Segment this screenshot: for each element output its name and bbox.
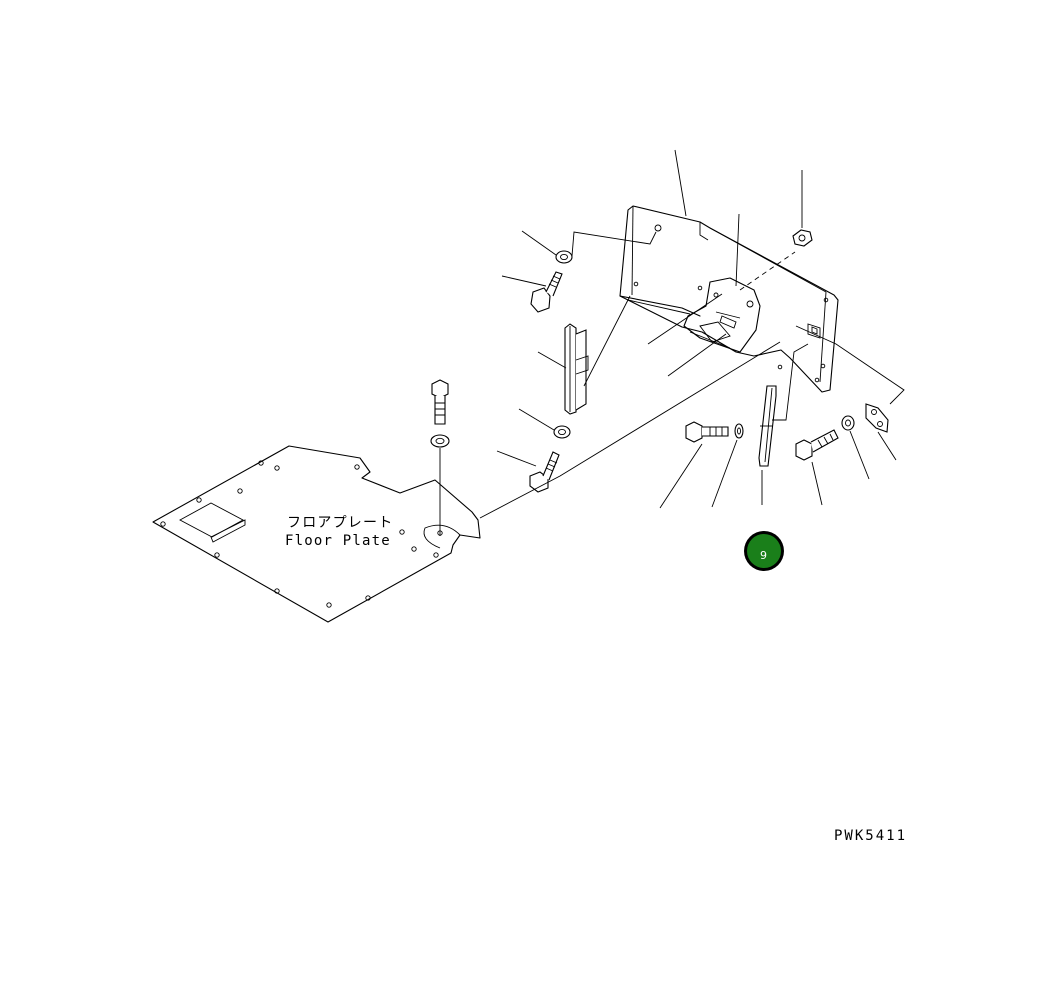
drawing-code: PWK5411 xyxy=(834,828,907,844)
callout-badge-text: 9 xyxy=(760,549,767,562)
bolt-floor xyxy=(431,379,449,425)
washer-front xyxy=(734,423,744,439)
washer-floor xyxy=(430,434,450,448)
floor-plate-holes xyxy=(160,460,443,608)
bolt-lower xyxy=(529,451,560,493)
hex-nut xyxy=(792,229,813,247)
washer-lower xyxy=(553,425,571,439)
floor-plate: フロアプレート Floor Plate xyxy=(152,445,481,623)
centerline-nut xyxy=(739,251,796,291)
bolt-upper xyxy=(530,271,563,313)
floor-plate-label-jp: フロアプレート xyxy=(287,515,393,531)
floor-plate-label-en: Floor Plate xyxy=(285,533,391,549)
clip-right xyxy=(865,403,889,433)
bolt-front xyxy=(685,421,729,443)
bracket-strip-front xyxy=(758,385,777,467)
callout-badge-9[interactable]: 9 xyxy=(744,531,784,571)
callout-badge-fill xyxy=(747,534,781,568)
bracket-strip-left xyxy=(564,323,589,415)
washer-upper xyxy=(555,250,573,264)
washer-right xyxy=(841,415,855,431)
bolt-right xyxy=(795,429,839,461)
leader-lines xyxy=(439,149,905,536)
